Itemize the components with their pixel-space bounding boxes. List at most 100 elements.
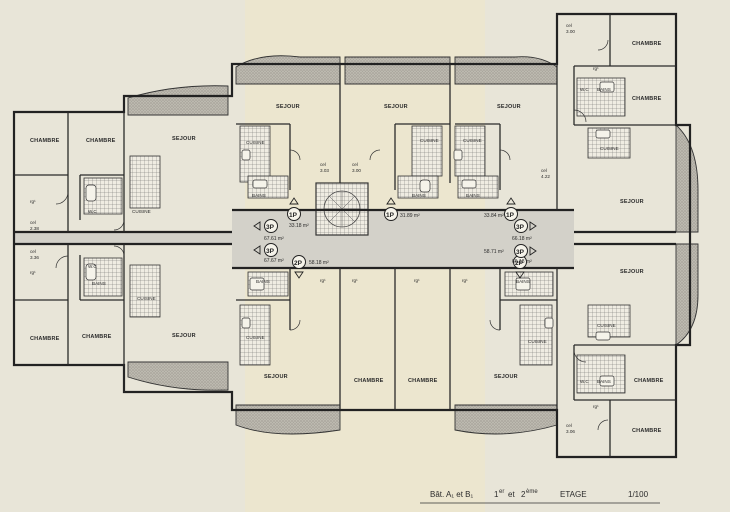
unit-3p-b: 3P 67.67 m² [264, 243, 284, 264]
balconies [127, 55, 699, 435]
room-bains-t1: BAINS [252, 193, 266, 198]
entry-arrows [253, 197, 537, 279]
room-cuisine-b1: CUISINE [246, 335, 265, 340]
room-chambre-w2: CHAMBRE [86, 138, 116, 144]
room-sdbain-w: BAINS [92, 281, 106, 286]
cel-se-num: 3.06 [566, 429, 575, 434]
rgt-b3: rg¹ [414, 278, 420, 283]
unit-2p-b-area: 58.71 m² [484, 249, 504, 255]
unit-2p-a: 2P 58.18 m² [292, 255, 329, 269]
title-floor-2: 2 [521, 490, 526, 499]
room-cuisine-w-top: CUISINE [132, 209, 151, 214]
title-floors-and: et [508, 490, 515, 499]
cel-w1: cel [30, 220, 36, 225]
title-block: Bât. A₁ et B₁ 1 er et 2 ème ETAGE 1/100 [420, 489, 660, 504]
room-sejour-w-top: SEJOUR [172, 136, 196, 142]
room-sejour-top2: SEJOUR [384, 104, 408, 110]
unit-2p-a-area: 58.18 m² [309, 260, 329, 266]
rgt-w2: rg¹ [30, 270, 36, 275]
room-bains-b2: BAINS [516, 279, 530, 284]
rgt-ne: rg¹ [593, 66, 599, 71]
rgt-b1: rg¹ [320, 278, 326, 283]
room-chambre-ne2: CHAMBRE [632, 96, 662, 102]
svg-text:1P: 1P [289, 212, 298, 219]
room-cuisine-b2: CUISINE [528, 339, 547, 344]
svg-text:3P: 3P [516, 249, 525, 256]
room-bains-ne: BAINS [597, 87, 611, 92]
room-cuisine-t3: CUISINE [463, 138, 482, 143]
room-chambre-se2: CHAMBRE [632, 428, 662, 434]
wet-rooms [83, 77, 631, 394]
room-sejour-e2: SEJOUR [620, 269, 644, 275]
title-floor-1: 1 [494, 490, 499, 499]
cel-w1-num: 2.38 [30, 226, 39, 231]
svg-text:3P: 3P [266, 224, 275, 231]
room-wc-ne: W.C [580, 87, 589, 92]
room-cuisine-e1: CUISINE [600, 146, 619, 151]
cel-t1: cel [320, 162, 326, 167]
room-wc-se: W.C [580, 379, 589, 384]
room-sejour-bottom1: SEJOUR [264, 374, 288, 380]
title-scale: 1/100 [628, 490, 649, 499]
room-labels: CHAMBRE CHAMBRE SEJOUR CHAMBRE CHAMBRE S… [30, 41, 664, 434]
room-sejour-top1: SEJOUR [276, 104, 300, 110]
unit-3p-a-area: 67.61 m² [264, 236, 284, 242]
room-bains-t3: BAINS [466, 193, 480, 198]
cel-ne: cel [566, 23, 572, 28]
rgt-b4: rg¹ [462, 278, 468, 283]
room-sejour-top3: SEJOUR [497, 104, 521, 110]
room-wc-w2: W.C [88, 264, 97, 269]
svg-text:1P: 1P [506, 212, 515, 219]
svg-text:2P: 2P [515, 260, 524, 267]
door-swings [55, 39, 609, 431]
cel-w2: cel [30, 249, 36, 254]
cel-ne-num: 3.00 [566, 29, 575, 34]
title-floor-1-sup: er [499, 489, 504, 495]
svg-text:1P: 1P [386, 212, 395, 219]
svg-text:2P: 2P [294, 260, 303, 267]
unit-3p-d: 3P 66.18 m² [512, 244, 532, 265]
room-bains-b1: BAINS [256, 279, 270, 284]
unit-1p-b-area: 31.89 m² [400, 213, 420, 219]
title-building: Bât. A₁ et B₁ [430, 490, 474, 499]
room-cuisine-t1: CUISINE [246, 140, 265, 145]
rgt-b2: rg¹ [352, 278, 358, 283]
cel-se: cel [566, 423, 572, 428]
unit-1p-a: 1P 33.18 m² [287, 207, 309, 229]
cel-t2-num: 3.00 [352, 168, 361, 173]
room-chambre-ne1: CHAMBRE [632, 41, 662, 47]
unit-1p-c-area: 33.84 m² [484, 213, 504, 219]
unit-markers: 1P 33.18 m² 1P 31.89 m² 1P 33.84 m² 3P 6… [264, 207, 532, 269]
room-chambre-w3: CHAMBRE [30, 336, 60, 342]
cel-t2: cel [352, 162, 358, 167]
room-chambre-se1: CHAMBRE [634, 378, 664, 384]
cel-t3: cel [541, 168, 547, 173]
room-chambre-bottom2: CHAMBRE [408, 378, 438, 384]
unit-1p-b: 1P 31.89 m² [384, 207, 420, 221]
cel-w2-num: 3.36 [30, 255, 39, 260]
title-level: ETAGE [560, 490, 587, 499]
room-cuisine-t2: CUISINE [420, 138, 439, 143]
rgt-se: rg¹ [593, 404, 599, 409]
room-cuisine-e2: CUISINE [597, 323, 616, 328]
svg-text:3P: 3P [266, 248, 275, 255]
title-floor-2-sup: ème [526, 489, 538, 495]
room-chambre-w4: CHAMBRE [82, 334, 112, 340]
rgt-w1: rg¹ [30, 199, 36, 204]
unit-3p-c: 3P 66.18 m² [512, 219, 532, 242]
room-chambre-w1: CHAMBRE [30, 138, 60, 144]
room-chambre-bottom1: CHAMBRE [354, 378, 384, 384]
unit-1p-a-area: 33.18 m² [289, 223, 309, 229]
fixtures [85, 81, 615, 387]
cel-t3-num: 4.22 [541, 174, 550, 179]
svg-text:3P: 3P [516, 224, 525, 231]
room-bains-t2: BAINS [412, 193, 426, 198]
room-cuisine-w-bottom: CUISINE [137, 296, 156, 301]
unit-1p-c: 1P 33.84 m² [484, 207, 518, 221]
cel-t1-num: 3.03 [320, 168, 329, 173]
room-sejour-bottom2: SEJOUR [494, 374, 518, 380]
unit-3p-b-area: 67.67 m² [264, 258, 284, 264]
room-sejour-e1: SEJOUR [620, 199, 644, 205]
unit-3p-c-area: 66.18 m² [512, 236, 532, 242]
